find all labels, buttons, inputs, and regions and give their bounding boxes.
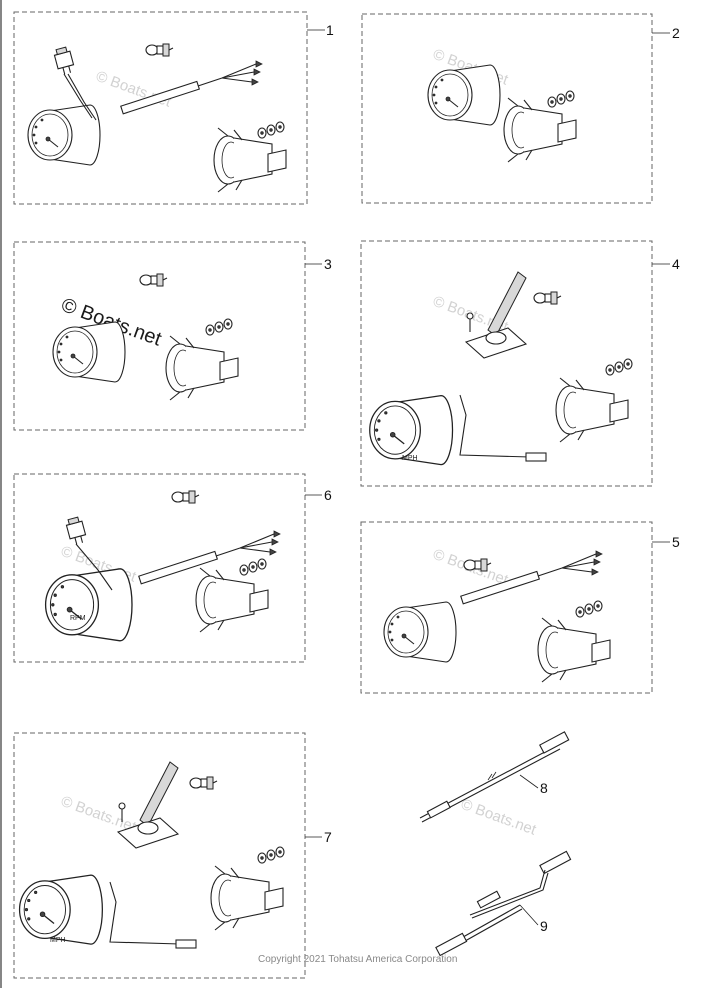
callout-3: 3 <box>324 256 332 272</box>
callout-7: 7 <box>324 829 332 845</box>
group-box-3 <box>13 241 306 431</box>
gauge-mph-label-7: MPH <box>50 937 66 944</box>
part-8-tube <box>419 731 570 823</box>
callout-5: 5 <box>672 534 680 550</box>
part-group-6: RPM <box>44 490 281 642</box>
group-box-2 <box>361 13 653 204</box>
part-group-1 <box>27 43 287 193</box>
callout-2: 2 <box>672 25 680 41</box>
callout-4: 4 <box>672 256 680 272</box>
callout-1: 1 <box>326 22 334 38</box>
callout-9: 9 <box>540 918 548 934</box>
svg-text:© Boats.net: © Boats.net <box>459 796 539 839</box>
gauge-rpm-label-6: RPM <box>70 615 86 622</box>
part-9-tube <box>435 850 572 957</box>
callout-8: 8 <box>540 780 548 796</box>
group-box-7 <box>13 732 306 979</box>
callout-6: 6 <box>324 487 332 503</box>
copyright-footer: Copyright 2021 Tohatsu America Corporati… <box>258 954 457 965</box>
watermarks: © Boats.net © Boats.net © Boats.net © Bo… <box>58 46 539 839</box>
group-box-6 <box>13 473 306 663</box>
part-group-7: MPH <box>18 761 285 949</box>
gauge-mph-label-4: MPH <box>402 455 418 462</box>
leader-lines <box>305 29 670 926</box>
group-box-5 <box>360 521 653 694</box>
group-box-4 <box>360 240 653 487</box>
part-group-4: MPH <box>369 271 633 466</box>
group-box-1 <box>13 11 308 205</box>
